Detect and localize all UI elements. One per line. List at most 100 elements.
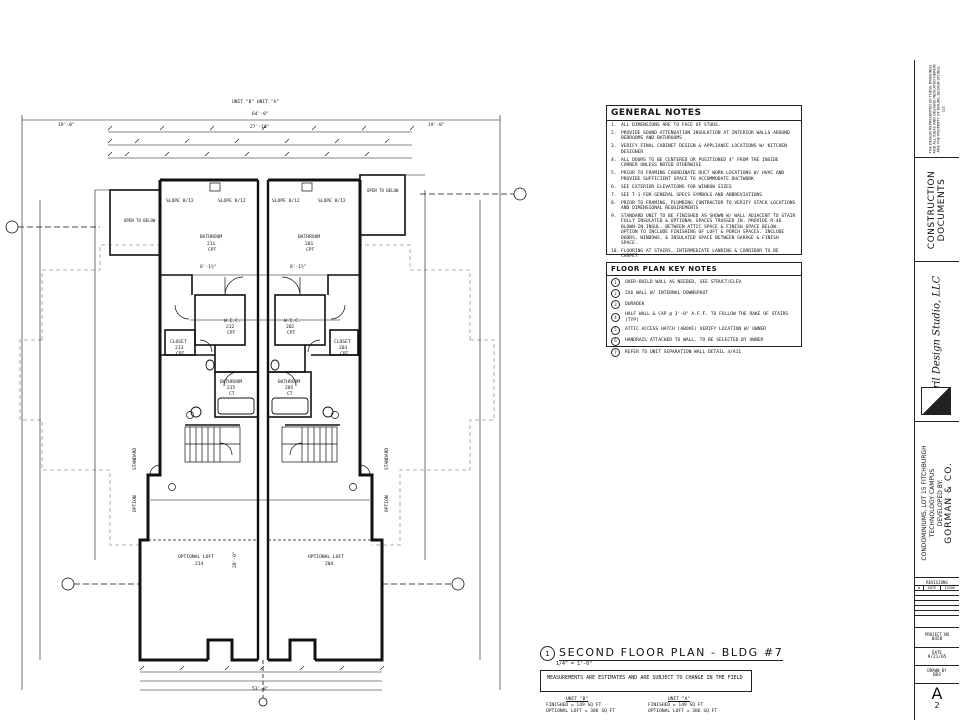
general-note-item: 7.SEE T-1 FOR GENERAL SPECS SYMBOLS AND … — [611, 193, 797, 198]
overall-width: 64'-0" — [252, 111, 269, 117]
rev-col: DATE — [924, 586, 941, 590]
slope-label-1: SLOPE 8/12 — [166, 198, 194, 204]
svg-text:BATHROOM: BATHROOM — [298, 234, 320, 240]
svg-text:212: 212 — [226, 324, 235, 330]
note-text: ALL DOORS TO BE CENTERED OR POSITIONED 4… — [621, 157, 779, 169]
svg-text:201: 201 — [305, 241, 314, 247]
key-note-text: DURADEK — [625, 301, 645, 307]
key-note-hexagon-icon: 3 — [611, 300, 620, 310]
room-tag: CLOSET 203 CPT — [334, 339, 351, 357]
note-number: 10. — [611, 249, 620, 255]
svg-text:BATHROOM: BATHROOM — [200, 234, 222, 240]
general-note-item: 8.PRIOR TO FRAMING, PLUMBING CONTRACTOR … — [611, 201, 797, 212]
balconies — [95, 174, 425, 256]
right-dim: 19'-0" — [428, 122, 445, 128]
sheet-title-symbol: 1 — [540, 646, 555, 661]
note-number: 6. — [611, 184, 617, 190]
general-note-item: 4.ALL DOORS TO BE CENTERED OR POSITIONED… — [611, 158, 797, 169]
sqft-unit-a-header: UNIT "A" — [668, 697, 691, 702]
option-left: OPTION — [132, 495, 138, 512]
note-text: PROVIDE SOUND ATTENUATION INSULATION AT … — [621, 131, 790, 142]
sqft-unit-a: UNIT "A" FINISHED = 149 SQ FT OPTIONAL L… — [648, 697, 717, 715]
room-tag: W.I.C. 202 CPT — [284, 318, 301, 336]
project-no: 0458 — [931, 637, 943, 642]
drawn-value: BDS — [933, 673, 941, 678]
note-number: 3. — [611, 144, 617, 150]
revisions-rows — [915, 591, 959, 619]
drawn-cell: DRAWN BY BDS — [915, 666, 959, 684]
room-tag: OPTIONAL LOFT 204 — [308, 554, 344, 567]
project-no-cell: PROJECT NO 0458 — [915, 630, 959, 648]
note-text: STANDARD UNIT TO BE FINISHED AS SHOWN w/… — [621, 214, 796, 247]
key-note-text: HALF WALL & CAP @ 3'-0" A.F.F. TO FOLLOW… — [625, 311, 789, 323]
section-markers — [5, 187, 527, 707]
drawn-label: DRAWN BY — [927, 668, 947, 673]
svg-text:215: 215 — [227, 385, 236, 391]
key-note-text: OVER-BUILD WALL AS NEEDED, SEE STRUCT/EL… — [625, 279, 742, 285]
dimension-ticks — [107, 125, 415, 671]
date-value: 9/21/05 — [927, 655, 947, 660]
note-text: PRIOR TO FRAMING, PLUMBING CONTRACTOR TO… — [621, 200, 796, 212]
svg-text:BATHROOM: BATHROOM — [278, 379, 300, 385]
open-below-left: OPEN TO BELOW — [124, 218, 156, 223]
general-note-item: 10.FLOORING AT STAIRS, INTERMEDIATE LAND… — [611, 249, 797, 260]
date-cell: DATE 9/21/05 — [915, 648, 959, 666]
ceiling-height-2: 8'-1½" — [290, 263, 307, 270]
floor-plan-drawing: UNIT "B" UNIT "A" 64'-0" 19'-0" 19'-0" 2… — [5, 99, 527, 707]
exterior-walls — [138, 178, 384, 662]
general-note-item: 9.STANDARD UNIT TO BE FINISHED AS SHOWN … — [611, 214, 797, 246]
note-text: PRIOR TO FRAMING COORDINATE DUCT WORK LO… — [621, 171, 785, 182]
key-note-hexagon-icon: 5 — [611, 325, 620, 335]
key-note-tags — [168, 182, 357, 491]
project-no-label: PROJECT NO — [924, 632, 950, 637]
svg-text:CPT: CPT — [176, 351, 185, 357]
room-tag: CLOSET 213 CPT — [170, 339, 187, 357]
general-note-item: 5.PRIOR TO FRAMING COORDINATE DUCT WORK … — [611, 171, 797, 182]
svg-text:CT: CT — [229, 391, 235, 397]
svg-text:213: 213 — [175, 345, 184, 351]
door-swings — [149, 276, 371, 476]
room-tag: BATHROOM 215 CT — [220, 379, 242, 397]
svg-text:CLOSET: CLOSET — [334, 339, 351, 345]
key-note-item: 2 2x6 WALL w/ INTERNAL DOWNSPOUT — [611, 289, 797, 299]
slope-label-3: SLOPE 8/12 — [272, 198, 300, 204]
key-note-text: 2x6 WALL w/ INTERNAL DOWNSPOUT — [625, 290, 708, 296]
option-right: OPTION — [384, 495, 390, 512]
general-note-item: 1.ALL DIMENSIONS ARE TO FACE OF STUDS. — [611, 123, 797, 128]
project-name: CONDOMINIUMS, LOT 15 FITCHBURGH TECHNOLO… — [921, 444, 936, 561]
svg-text:CPT: CPT — [340, 351, 349, 357]
svg-text:BATHROOM: BATHROOM — [220, 379, 242, 385]
standard-right: STANDARD — [384, 448, 390, 470]
mid-dim: 29'-0" — [232, 551, 238, 568]
svg-text:CPT: CPT — [208, 247, 217, 253]
measurement-note: MEASUREMENTS ARE ESTIMATES AND ARE SUBJE… — [540, 670, 752, 692]
plan-text: UNIT "B" UNIT "A" 64'-0" 19'-0" 19'-0" 2… — [58, 99, 445, 692]
note-text: FLOORING AT STAIRS, INTERMEDIATE LANDING… — [621, 249, 779, 260]
key-note-text: ATTIC ACCESS HATCH (ABOVE) VERIFY LOCATI… — [625, 327, 767, 333]
key-note-hexagon-icon: 6 — [611, 336, 620, 346]
half-dim: 27'-10" — [250, 124, 269, 130]
note-text: SEE EXTERIOR ELEVATIONS FOR WINDOW SIZES — [621, 184, 732, 190]
svg-text:W.I.C.: W.I.C. — [284, 318, 301, 324]
unit-labels: UNIT "B" UNIT "A" — [232, 99, 279, 105]
svg-text:CPT: CPT — [306, 247, 315, 253]
standard-left: STANDARD — [132, 448, 138, 470]
room-tag: BATHROOM 201 CPT — [298, 234, 320, 253]
rev-col: # — [915, 586, 924, 590]
general-notes-title: GENERAL NOTES — [607, 106, 801, 121]
note-text: VERIFY FINAL CABINET DESIGN & APPLIANCE … — [621, 144, 787, 155]
svg-text:203: 203 — [339, 345, 348, 351]
sheet-letter: A — [931, 684, 943, 703]
svg-text:214: 214 — [195, 561, 204, 567]
doc-type-cell: CONSTRUCTION DOCUMENTS — [915, 158, 959, 262]
sqft-row: FINISHED = 149 SQ FT — [648, 703, 704, 708]
doc-type: CONSTRUCTION DOCUMENTS — [927, 170, 947, 249]
key-note-hexagon-icon: 2 — [611, 289, 620, 299]
general-notes-list: 1.ALL DIMENSIONS ARE TO FACE OF STUDS.2.… — [607, 121, 801, 260]
sheet-number: 2 — [934, 701, 940, 710]
open-below-right: OPEN TO BELOW — [367, 188, 399, 193]
